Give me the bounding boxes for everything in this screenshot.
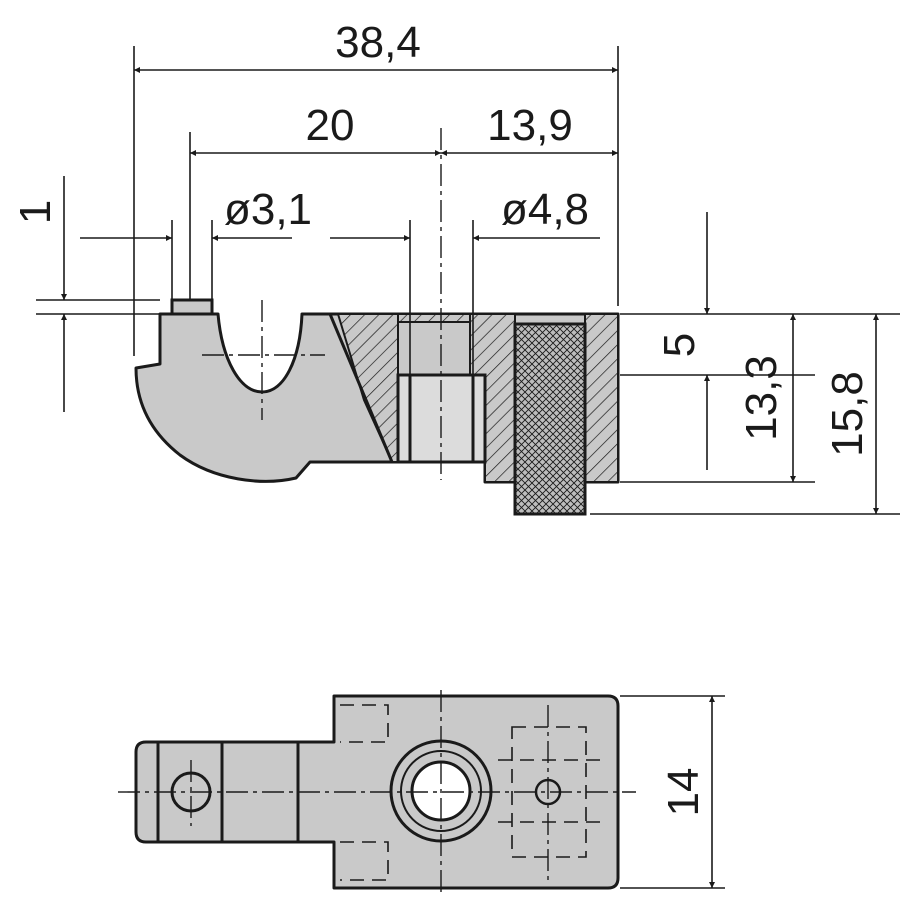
dim-center-distance: 20 xyxy=(306,101,355,150)
dim-step: 1 xyxy=(11,200,60,224)
dim-small-bore: ø3,1 xyxy=(224,185,312,234)
dim-thread-height: 5 xyxy=(655,333,704,357)
dim-height-total: 15,8 xyxy=(823,371,872,457)
dim-right-section: 13,9 xyxy=(487,101,573,150)
dim-overall-length: 38,4 xyxy=(335,18,421,67)
dim-width: 14 xyxy=(659,768,708,817)
side-view: 38,4 20 13,9 ø3,1 ø4,8 1 5 13,3 15,8 xyxy=(11,18,900,516)
small-pin xyxy=(170,298,214,316)
dim-height-body: 13,3 xyxy=(737,355,786,441)
hatch-top xyxy=(397,313,471,323)
hatch-right xyxy=(584,313,619,483)
dim-large-bore: ø4,8 xyxy=(501,185,589,234)
knurled-screw xyxy=(513,322,587,516)
top-view: 14 xyxy=(118,690,725,896)
